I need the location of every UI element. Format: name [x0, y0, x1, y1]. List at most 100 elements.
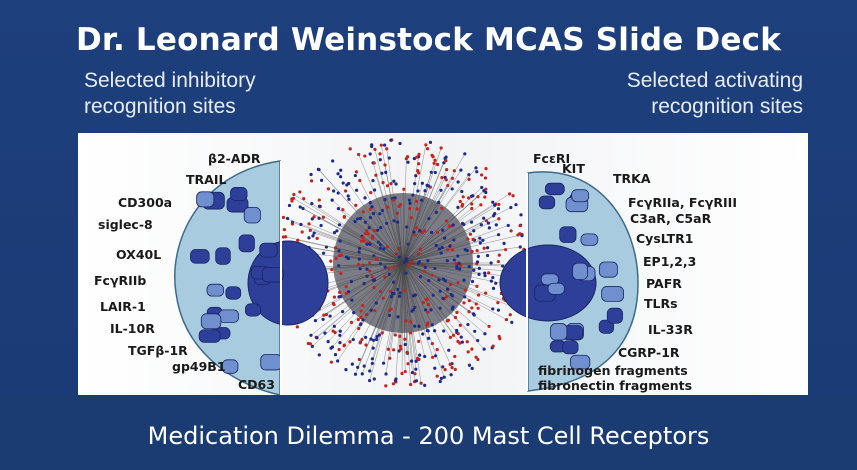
- network-node: [415, 226, 419, 230]
- network-node: [455, 310, 459, 315]
- network-edge: [338, 250, 404, 264]
- granule: [206, 283, 225, 297]
- network-node: [317, 204, 322, 208]
- network-node: [331, 159, 335, 163]
- network-node: [487, 271, 491, 275]
- network-edge: [359, 180, 404, 264]
- network-node: [339, 253, 344, 257]
- network-node: [415, 356, 420, 361]
- network-node: [387, 272, 391, 276]
- network-node: [457, 261, 461, 265]
- network-node: [336, 359, 340, 363]
- network-edge: [285, 236, 404, 264]
- network-node: [455, 328, 459, 333]
- network-node: [456, 180, 460, 184]
- network-node: [466, 322, 470, 327]
- activating-receptor-label: KIT: [562, 161, 585, 176]
- network-edge: [366, 230, 404, 264]
- network-node: [470, 366, 474, 370]
- network-node: [321, 215, 326, 219]
- network-edge: [310, 262, 404, 336]
- network-node: [440, 245, 444, 250]
- inhibitory-receptor-label: gp49B1: [172, 359, 226, 374]
- network-edge: [402, 185, 429, 264]
- network-node: [433, 170, 437, 175]
- network-edge: [375, 175, 404, 264]
- network-node: [398, 141, 402, 146]
- network-node: [317, 168, 321, 172]
- granule: [538, 195, 556, 210]
- network-node: [381, 181, 385, 185]
- network-node: [380, 331, 384, 335]
- network-edge: [376, 262, 404, 337]
- network-node: [281, 215, 286, 220]
- network-node: [514, 203, 518, 207]
- network-edge: [395, 262, 404, 380]
- network-node: [467, 265, 471, 269]
- network-node: [443, 236, 447, 240]
- network-node: [389, 138, 393, 142]
- network-node: [466, 237, 470, 241]
- network-node: [385, 184, 389, 188]
- network-node: [326, 340, 330, 344]
- network-node: [392, 265, 396, 269]
- granule: [260, 354, 282, 371]
- network-edge: [402, 262, 422, 384]
- network-edge: [402, 262, 493, 310]
- network-edge: [401, 262, 404, 374]
- network-node: [456, 254, 460, 258]
- network-node: [487, 226, 491, 230]
- network-node: [430, 153, 434, 157]
- network-node: [458, 199, 462, 204]
- granule: [547, 282, 565, 295]
- network-node: [411, 193, 415, 197]
- network-node: [479, 223, 483, 227]
- network-node: [338, 329, 342, 333]
- network-node: [426, 303, 430, 307]
- network-node: [417, 162, 421, 166]
- network-edge: [397, 222, 404, 264]
- network-node: [392, 348, 396, 352]
- network-node: [363, 220, 367, 224]
- network-node: [507, 192, 512, 196]
- network-node: [484, 190, 488, 195]
- network-node: [358, 341, 362, 345]
- activating-receptor-label: CGRP-1R: [618, 345, 680, 360]
- network-node: [410, 309, 414, 313]
- activating-receptor-label: C3aR, C5aR: [630, 211, 712, 226]
- network-edge: [402, 193, 510, 264]
- network-edge: [323, 262, 404, 316]
- network-edge: [402, 262, 480, 275]
- inhibitory-heading: Selected inhibitory recognition sites: [84, 68, 256, 120]
- network-node: [518, 224, 522, 228]
- network-node: [347, 197, 351, 201]
- network-node: [317, 198, 321, 202]
- network-edge: [402, 185, 448, 264]
- network-node: [424, 297, 428, 302]
- network-edge: [402, 169, 447, 264]
- network-edge: [402, 262, 433, 358]
- network-node: [381, 296, 385, 300]
- left-mast-cell: [174, 160, 329, 395]
- network-node: [408, 206, 412, 211]
- network-node: [353, 372, 358, 376]
- network-edge: [402, 189, 405, 264]
- network-node: [482, 216, 486, 220]
- network-edge: [402, 262, 478, 341]
- network-node: [413, 182, 417, 186]
- network-node: [388, 289, 393, 293]
- network-edge: [402, 218, 499, 264]
- network-edge: [369, 262, 404, 381]
- network-node: [510, 320, 514, 324]
- network-node: [333, 353, 338, 357]
- network-node: [372, 161, 376, 165]
- network-node: [341, 181, 345, 185]
- network-node: [337, 223, 342, 227]
- network-node: [498, 337, 502, 341]
- granule: [550, 323, 568, 341]
- network-edge: [402, 262, 458, 269]
- network-node: [385, 244, 390, 249]
- network-node: [286, 216, 290, 221]
- network-edge: [402, 190, 442, 264]
